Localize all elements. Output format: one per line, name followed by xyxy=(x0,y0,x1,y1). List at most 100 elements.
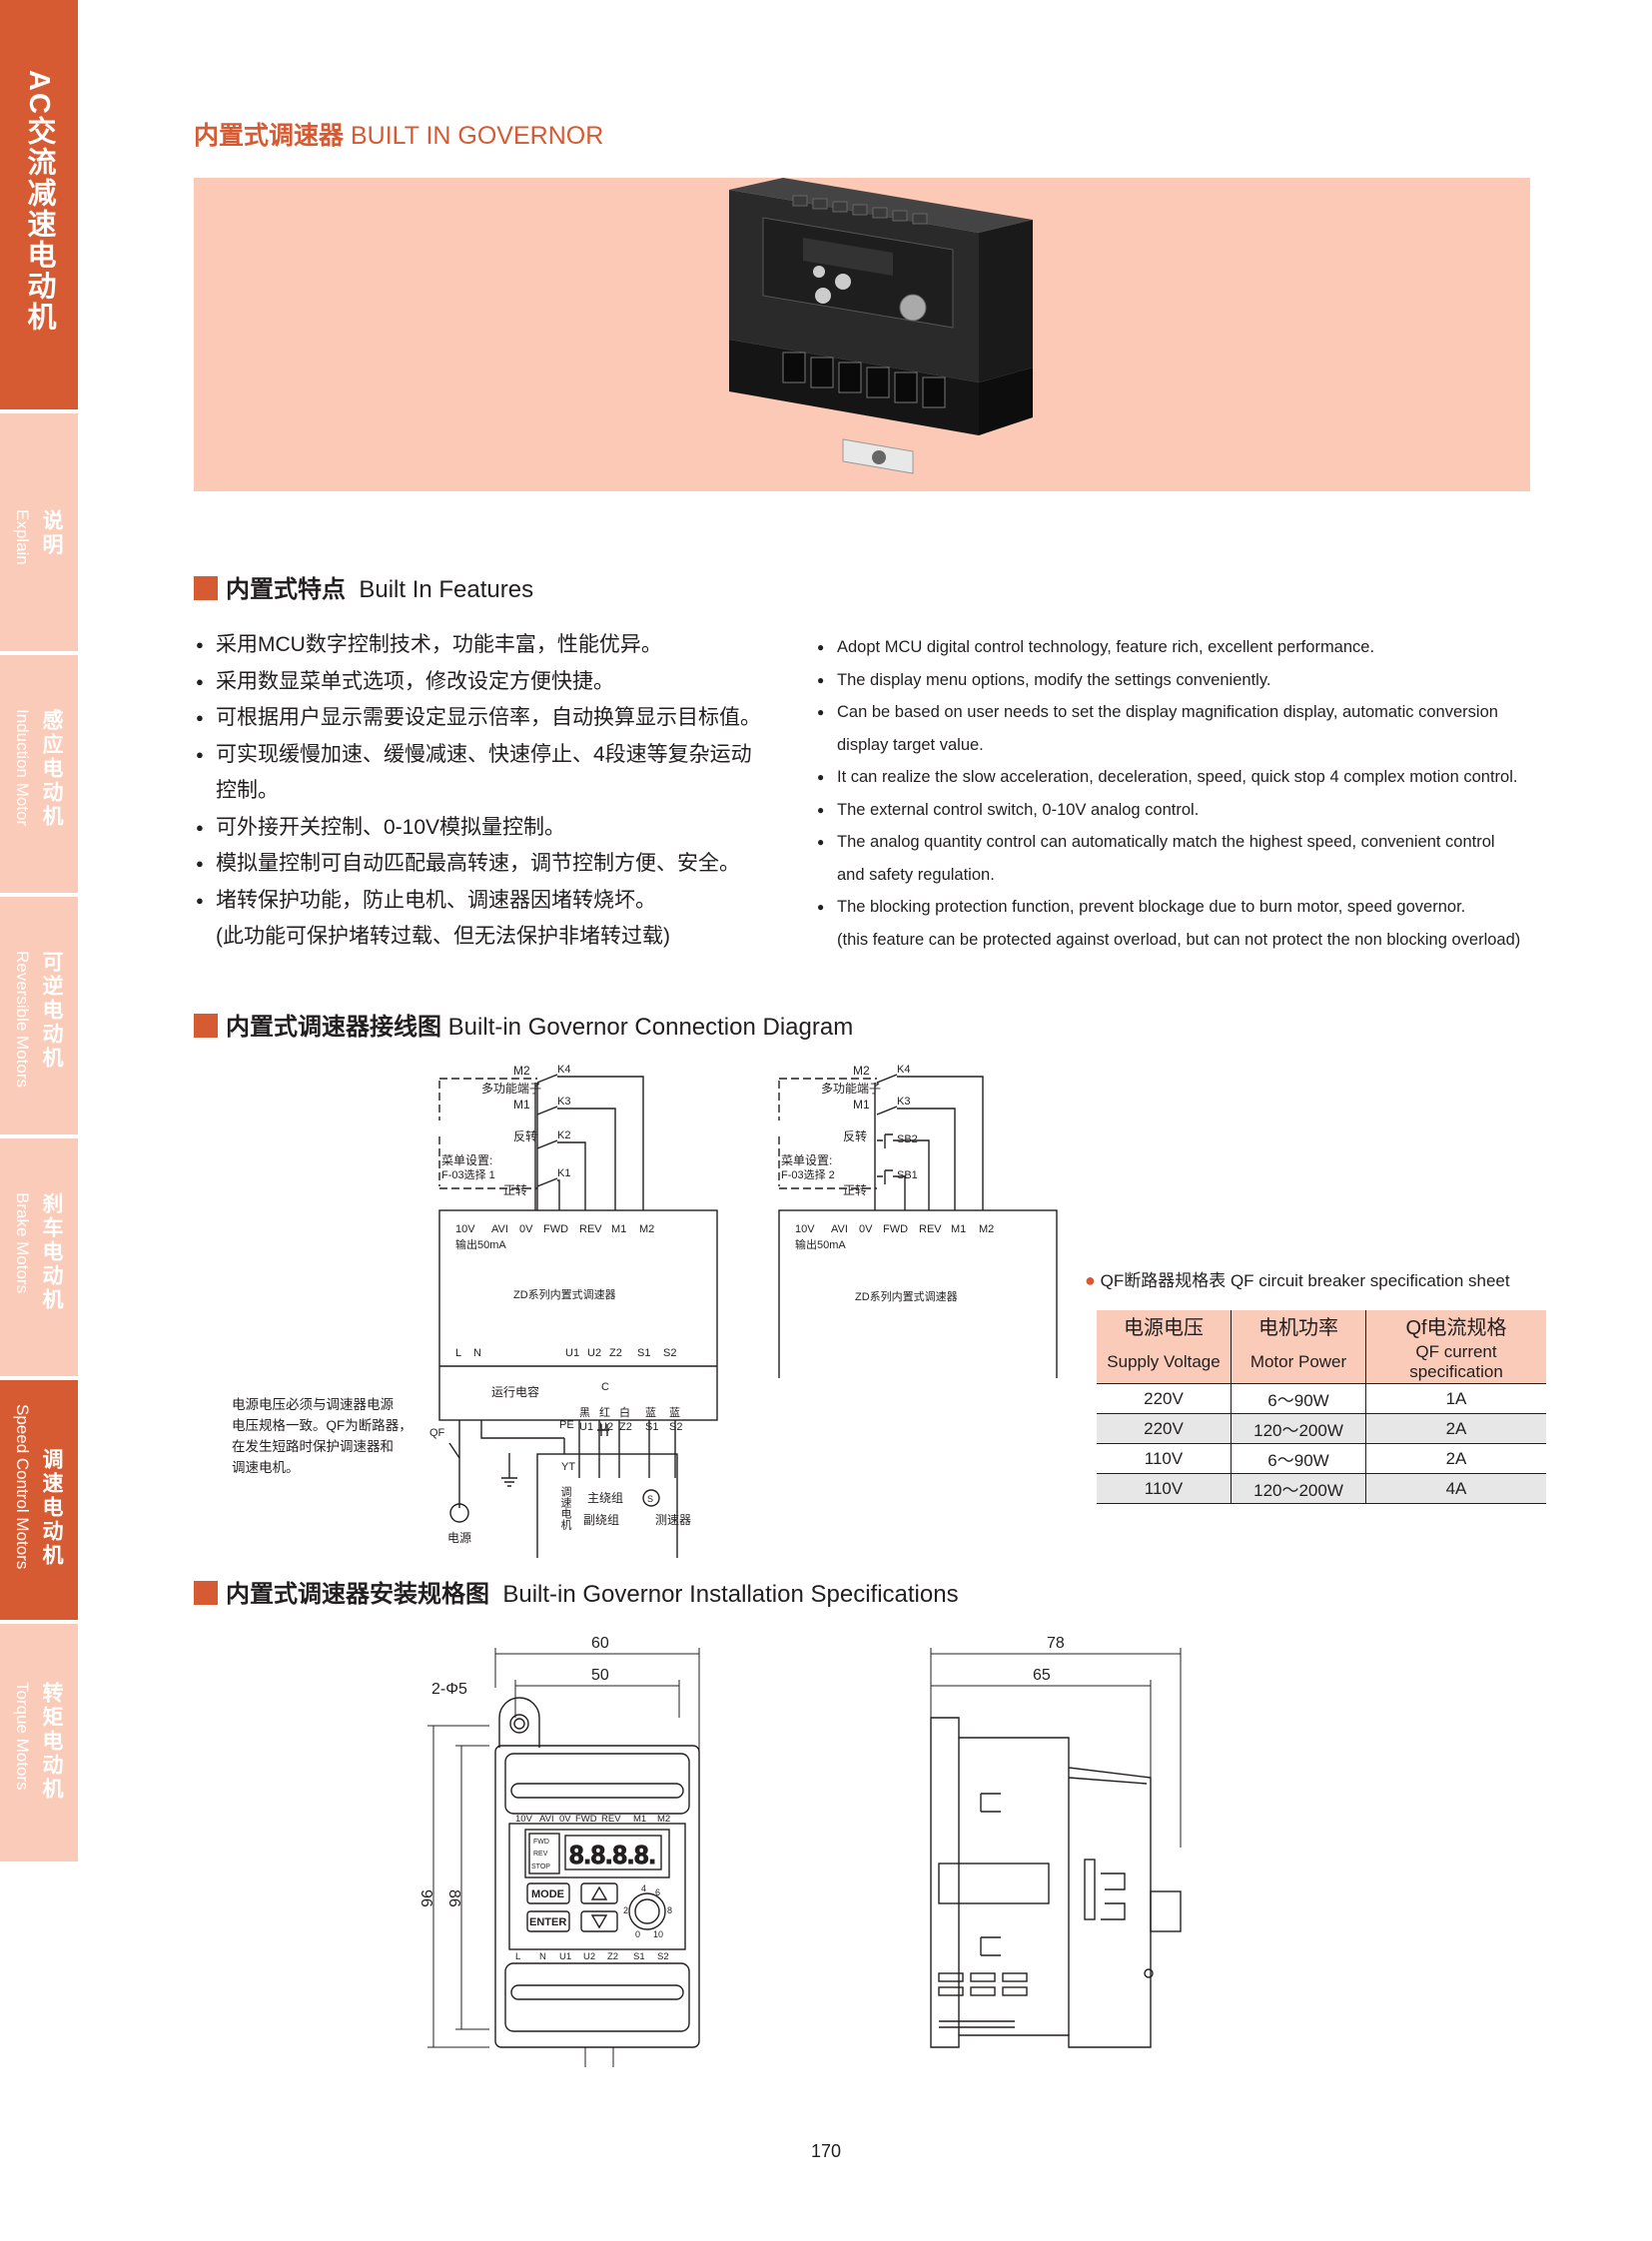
motor-terminal-label: S2 xyxy=(669,1421,682,1433)
sidebar-item-reversible[interactable]: 可逆电动机 Reversible Motors xyxy=(0,897,78,1134)
sidebar-item-sublabel: Induction Motor xyxy=(13,709,32,827)
forward-label: 正转 xyxy=(503,1182,527,1197)
dim-width-50: 50 xyxy=(591,1667,609,1684)
terminal-label: L xyxy=(515,1951,520,1962)
dim-depth-65: 65 xyxy=(1033,1667,1051,1684)
list-item: 采用MCU数字控制技术，功能丰富，性能优异。 xyxy=(196,627,795,664)
indicator-label: STOP xyxy=(531,1864,550,1870)
k3-label: K3 xyxy=(897,1096,910,1108)
sidebar-item-brake[interactable]: 刹车电动机 Brake Motors xyxy=(0,1138,78,1376)
page-number: 170 xyxy=(811,2141,842,2161)
mode-button-label: MODE xyxy=(531,1888,564,1900)
sidebar-main-tab[interactable]: AC交流减速电动机 xyxy=(0,0,78,409)
list-item: 可根据用户显示需要设定显示倍率，自动换算显示目标值。 xyxy=(196,700,795,737)
terminal-label: Z2 xyxy=(609,1347,622,1359)
dial-label: 8 xyxy=(667,1905,672,1915)
sidebar-item-sublabel: Torque Motors xyxy=(13,1682,32,1791)
note-line: 调速电机。 xyxy=(232,1460,300,1475)
wire-color-label: 黑 xyxy=(579,1406,590,1419)
installation-heading: 内置式调速器安装规格图 Built-in Governor Installati… xyxy=(194,1574,959,1609)
list-item: 模拟量控制可自动匹配最高转速，调节控制方便、安全。 xyxy=(196,846,795,883)
terminal-label: M1 xyxy=(611,1223,626,1235)
header-cell: Qf电流规格 xyxy=(1365,1310,1546,1341)
table-cell: 220V xyxy=(1097,1413,1232,1444)
connection-heading-zh: 内置式调速器接线图 xyxy=(226,1014,441,1041)
heading-marker xyxy=(194,1014,218,1038)
list-item: Adopt MCU digital control technology, fe… xyxy=(817,631,1530,664)
table-cell: 2A xyxy=(1365,1443,1546,1474)
table-cell: 120～200W xyxy=(1231,1413,1366,1444)
list-item-continuation: and safety regulation. xyxy=(837,865,995,884)
sidebar-item-sublabel: Speed Control Motors xyxy=(13,1404,32,1570)
dial-label: 0 xyxy=(635,1929,640,1939)
terminal-label: U2 xyxy=(583,1951,595,1962)
terminal-label: N xyxy=(473,1347,481,1359)
header-cell: QF current specification xyxy=(1365,1341,1546,1384)
k3-label: K3 xyxy=(557,1096,570,1108)
sidebar-item-explain[interactable]: 说明 Explain xyxy=(0,413,78,651)
wire-color-label: 蓝 xyxy=(645,1406,656,1419)
header-cell: 电机功率 xyxy=(1231,1310,1366,1341)
terminal-label: 10V xyxy=(795,1223,815,1235)
features-heading-en: Built In Features xyxy=(359,576,534,603)
table-row: 220V 120～200W 2A xyxy=(1097,1413,1546,1444)
sidebar-item-speed-control[interactable]: 调速电动机 Speed Control Motors xyxy=(0,1380,78,1620)
connection-heading: 内置式调速器接线图 Built-in Governor Connection D… xyxy=(194,1007,853,1042)
installation-heading-en: Built-in Governor Installation Specifica… xyxy=(502,1581,959,1608)
terminal-label: M2 xyxy=(979,1223,994,1235)
heading-marker xyxy=(194,576,218,600)
table-cell: 2A xyxy=(1365,1413,1546,1444)
sb2-label: SB2 xyxy=(897,1133,918,1145)
reverse-label: 反转 xyxy=(843,1128,867,1143)
note-line: 电压规格一致。QF为断路器， xyxy=(232,1418,413,1433)
capacitor-c-label: C xyxy=(601,1381,609,1393)
terminal-label: S1 xyxy=(637,1347,650,1359)
page-title-en: BUILT IN GOVERNOR xyxy=(350,122,604,150)
m1-label: M1 xyxy=(853,1098,870,1112)
qf-table-title-text: QF断路器规格表 QF circuit breaker specificatio… xyxy=(1100,1271,1510,1290)
terminal-label: REV xyxy=(579,1223,602,1235)
terminal-label: REV xyxy=(601,1814,621,1825)
terminal-label: FWD xyxy=(575,1814,597,1825)
terminal-label: 10V xyxy=(515,1814,533,1825)
terminal-label: M2 xyxy=(657,1814,670,1825)
heading-marker xyxy=(194,1581,218,1605)
wiring-diagram-1: 多功能端子 M2 M1 K4 K3 K2 K1 反转 菜单设置: F-03选择 … xyxy=(429,1064,718,1558)
table-cell: 220V xyxy=(1097,1383,1232,1414)
side-view-drawing: 78 65 xyxy=(930,1635,1182,2048)
reverse-label: 反转 xyxy=(513,1128,537,1143)
motor-terminal-label: U2 xyxy=(599,1421,613,1433)
table-row: 220V 6～90W 1A xyxy=(1097,1383,1546,1414)
terminal-label: AVI xyxy=(539,1814,554,1825)
terminal-label: 10V xyxy=(455,1223,475,1235)
motor-terminal-label: Z2 xyxy=(619,1421,632,1433)
sidebar-item-label: 转矩电动机 xyxy=(40,1682,63,1802)
list-item-continuation: (此功能可保护堵转过载、但无法保护非堵转过载) xyxy=(216,925,670,948)
list-item: 可实现缓慢加速、缓慢减速、快速停止、4段速等复杂运动 xyxy=(196,737,795,774)
sidebar-item-label: 刹车电动机 xyxy=(40,1192,63,1312)
table-cell: 6～90W xyxy=(1231,1443,1366,1474)
table-row: 110V 6～90W 2A xyxy=(1097,1443,1546,1474)
forward-label: 正转 xyxy=(843,1182,867,1197)
terminal-label: S2 xyxy=(657,1951,669,1962)
table-row: 110V 120～200W 4A xyxy=(1097,1473,1546,1504)
indicator-label: FWD xyxy=(533,1839,549,1846)
sidebar-item-induction[interactable]: 感应电动机 Induction Motor xyxy=(0,655,78,893)
page-title: 内置式调速器 BUILT IN GOVERNOR xyxy=(194,116,603,152)
terminal-label: M2 xyxy=(639,1223,654,1235)
menu-setting-label: 菜单设置: xyxy=(781,1153,832,1167)
wiring-note: 电源电压必须与调速器电源 电压规格一致。QF为断路器， 在发生短路时保护调速器和… xyxy=(232,1394,413,1478)
product-photo xyxy=(729,178,1033,474)
sidebar-item-label: 可逆电动机 xyxy=(40,951,63,1071)
dial-label: 6 xyxy=(655,1887,660,1897)
sidebar-item-torque[interactable]: 转矩电动机 Torque Motors xyxy=(0,1624,78,1862)
terminal-label: U2 xyxy=(587,1347,601,1359)
features-heading-zh: 内置式特点 xyxy=(226,576,346,603)
sidebar-item-label: 说明 xyxy=(40,509,63,557)
tacho-s-label: S xyxy=(647,1494,653,1504)
note-line: 在发生短路时保护调速器和 xyxy=(232,1439,394,1454)
header-cell: Supply Voltage xyxy=(1097,1341,1232,1384)
dim-depth-78: 78 xyxy=(1047,1635,1065,1652)
table-cell: 4A xyxy=(1365,1473,1546,1504)
indicator-label: REV xyxy=(533,1851,548,1858)
